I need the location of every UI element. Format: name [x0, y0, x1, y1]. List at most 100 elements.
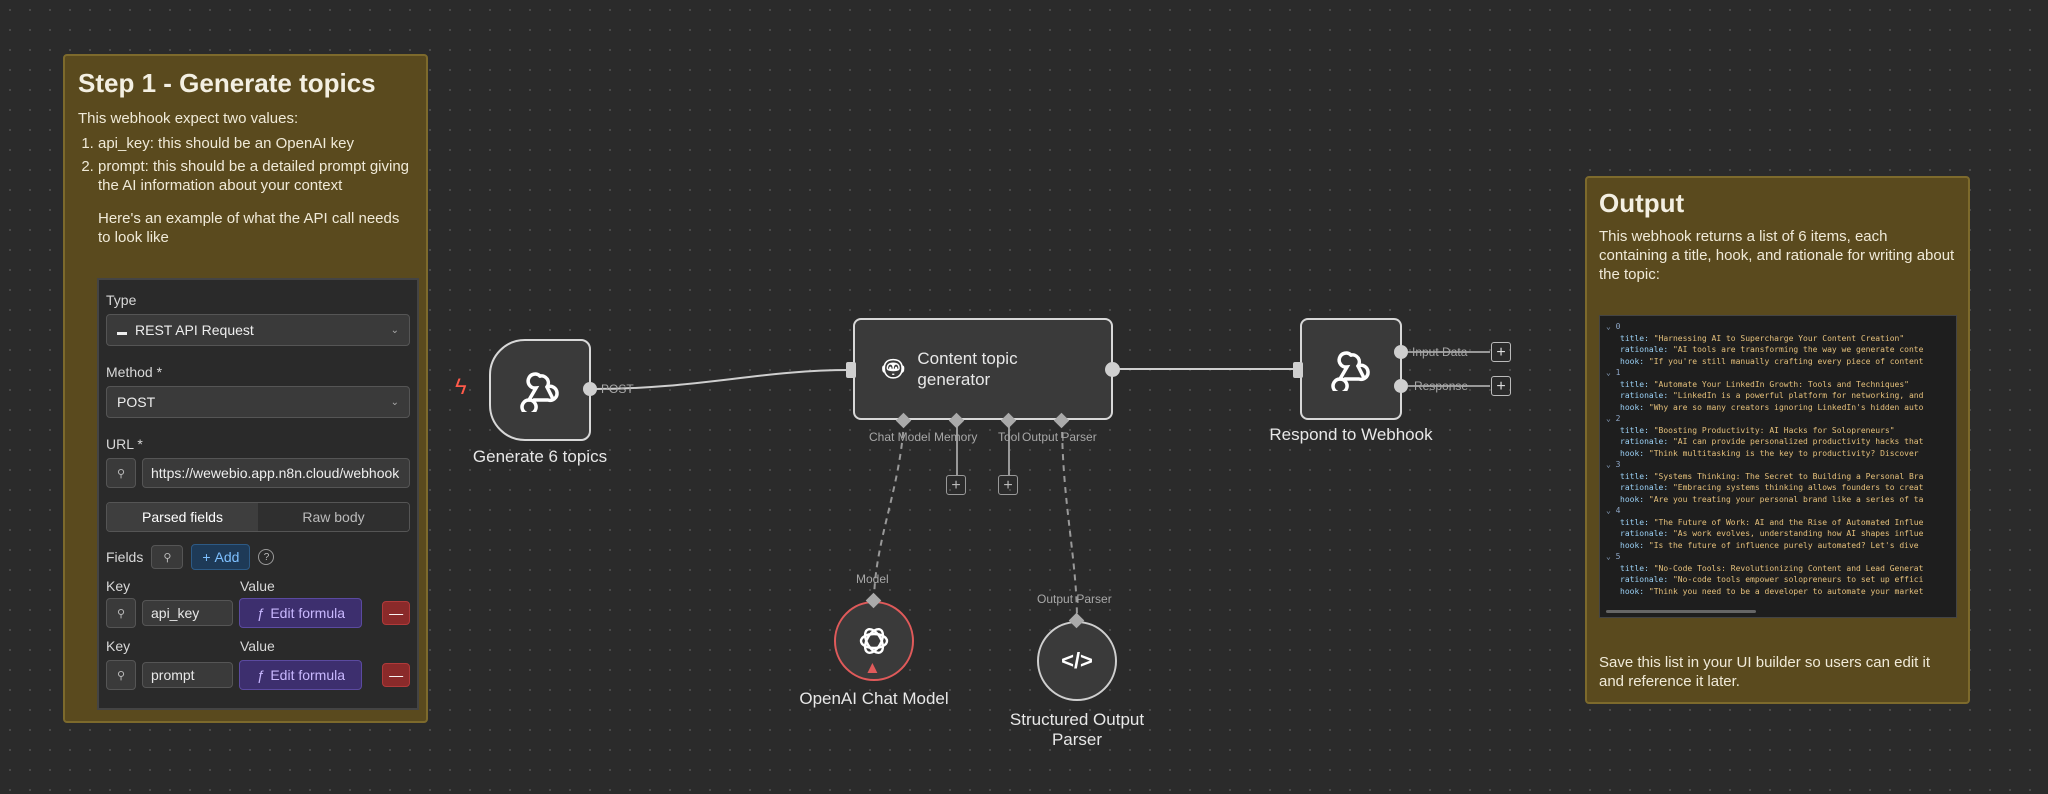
webhook-trigger-node[interactable] [489, 339, 591, 441]
json-value: "The Future of Work: AI and the Rise of … [1653, 517, 1924, 527]
json-value: "Boosting Productivity: AI Hacks for Sol… [1653, 425, 1895, 435]
json-line-title: title: "No-Code Tools: Revolutionizing C… [1620, 563, 1924, 573]
json-index: 5 [1615, 552, 1621, 561]
json-line-idx: ⌄ 5 [1606, 551, 1950, 563]
json-line-idx: ⌄ 0 [1606, 321, 1950, 333]
note-description: This webhook returns a list of 6 items, … [1599, 228, 1955, 283]
type-value: REST API Request [135, 322, 254, 338]
node-label: OpenAI Chat Model [799, 689, 949, 708]
chevron-down-icon: ⌄ [1606, 460, 1616, 469]
remove-field-button: — [382, 601, 410, 625]
scrollbar [1606, 610, 1756, 613]
port-label-model: Model [856, 572, 889, 586]
json-index: 3 [1615, 460, 1621, 469]
json-line-hook: hook: "Is the future of influence purely… [1620, 540, 1919, 550]
port-label-memory: Memory [934, 430, 978, 444]
key-field: prompt [142, 662, 234, 688]
json-line-rationale: rationale: "Embracing systems thinking a… [1620, 483, 1924, 492]
api-request-form-image: Type ▬REST API Request ⌄ Method * POST ⌄… [97, 278, 419, 710]
json-line-hook: hook: "Think multitasking is the key to … [1620, 448, 1919, 458]
json-line-hook: hook: "Are you treating your personal br… [1620, 494, 1924, 504]
chevron-down-icon: ⌄ [1606, 322, 1616, 331]
output-handle[interactable] [583, 382, 597, 396]
json-line-hook: hook: "Think you need to be a developer … [1620, 586, 1924, 596]
sticky-note-step1[interactable]: Step 1 - Generate topics This webhook ex… [63, 54, 428, 723]
node-label: Respond to Webhook [1269, 425, 1433, 444]
warning-icon: ▲ [864, 658, 881, 677]
formula-icon: ƒ [256, 605, 265, 621]
chevron-down-icon: ⌄ [390, 324, 399, 336]
input-handle[interactable] [846, 362, 856, 378]
json-line-title: title: "Boosting Productivity: AI Hacks … [1620, 425, 1895, 435]
chevron-down-icon: ⌄ [390, 396, 399, 408]
chevron-down-icon: ⌄ [1606, 368, 1616, 377]
method-value: POST [117, 394, 156, 410]
type-label: Type [106, 292, 137, 308]
output-handle[interactable] [1105, 362, 1120, 377]
key-field: api_key [142, 600, 234, 626]
chevron-down-icon: ⌄ [1606, 414, 1616, 423]
note-example-text: Here's an example of what the API call n… [98, 210, 400, 246]
add-node-button[interactable]: + [1491, 376, 1511, 396]
note-intro: This webhook expect two values: [78, 110, 299, 127]
json-line-idx: ⌄ 2 [1606, 413, 1950, 425]
json-value: "AI tools are transforming the way we ge… [1672, 345, 1924, 354]
json-value: "No-code tools empower solopreneurs to s… [1672, 575, 1924, 584]
json-index: 0 [1615, 322, 1621, 331]
json-value: "AI can provide personalized productivit… [1672, 437, 1924, 446]
port-label-output-parser: Output Parser [1037, 592, 1112, 606]
tab-parsed-fields: Parsed fields [107, 503, 258, 531]
code-icon: </> [1061, 648, 1093, 673]
json-line-rationale: rationale: "AI can provide personalized … [1620, 437, 1924, 446]
node-label: Content topic generator [917, 349, 1018, 389]
json-index: 4 [1615, 506, 1621, 515]
json-line-rationale: rationale: "No-code tools empower solopr… [1620, 575, 1924, 584]
json-value: "Why are so many creators ignoring Linke… [1648, 402, 1924, 412]
robot-icon: 🤖︎ [883, 349, 904, 388]
json-value: "LinkedIn is a powerful platform for net… [1672, 391, 1924, 400]
port-label-chat-model: Chat Model [869, 430, 931, 444]
sticky-note-output[interactable]: Output This webhook returns a list of 6 … [1585, 176, 1970, 704]
output-label-response: Response [1414, 379, 1469, 393]
ai-agent-node[interactable]: 🤖︎ Content topic generator [853, 318, 1113, 420]
help-icon: ? [258, 549, 275, 565]
bind-icon: ⚲ [151, 545, 184, 569]
json-value: "Harnessing AI to Supercharge Your Conte… [1653, 333, 1905, 343]
openai-chat-model-node[interactable] [834, 601, 914, 681]
input-handle[interactable] [1293, 362, 1303, 378]
json-line-hook: hook: "If you're still manually crafting… [1620, 356, 1924, 366]
port-label-output-parser: Output Parser [1022, 430, 1097, 444]
note-list: api_key: this should be an OpenAI key pr… [78, 134, 413, 195]
bind-icon: ⚲ [106, 660, 136, 690]
json-line-idx: ⌄ 3 [1606, 459, 1950, 471]
output-label-input-data: Input Data [1412, 345, 1468, 359]
json-line-title: title: "Harnessing AI to Supercharge You… [1620, 333, 1905, 343]
add-node-button[interactable]: + [1491, 342, 1511, 362]
port-label-post: POST [601, 382, 634, 396]
chevron-down-icon: ⌄ [1606, 552, 1616, 561]
add-tool-button[interactable]: + [998, 475, 1018, 495]
method-select: POST ⌄ [106, 386, 410, 418]
add-memory-button[interactable]: + [946, 475, 966, 495]
json-line-title: title: "Automate Your LinkedIn Growth: T… [1620, 379, 1909, 389]
list-item: api_key: this should be an OpenAI key [98, 134, 413, 153]
structured-output-parser-node[interactable]: </> [1037, 621, 1117, 701]
value-label: Value [240, 578, 275, 594]
output-handle[interactable] [1394, 345, 1408, 359]
add-field-button: +Add [191, 544, 251, 570]
bind-icon: ⚲ [106, 458, 136, 488]
note-save-text: Save this list in your UI builder so use… [1599, 654, 1930, 690]
respond-to-webhook-node[interactable] [1300, 318, 1402, 420]
node-label: Structured Output Parser [1009, 710, 1145, 749]
json-value: "Think you need to be a developer to aut… [1648, 586, 1924, 596]
remove-field-button: — [382, 663, 410, 687]
json-line-hook: hook: "Why are so many creators ignoring… [1620, 402, 1924, 412]
json-value: "Is the future of influence purely autom… [1648, 540, 1919, 550]
output-handle[interactable] [1394, 379, 1408, 393]
json-line-rationale: rationale: "As work evolves, understandi… [1620, 529, 1924, 538]
kv-header: Key Value [106, 638, 275, 654]
